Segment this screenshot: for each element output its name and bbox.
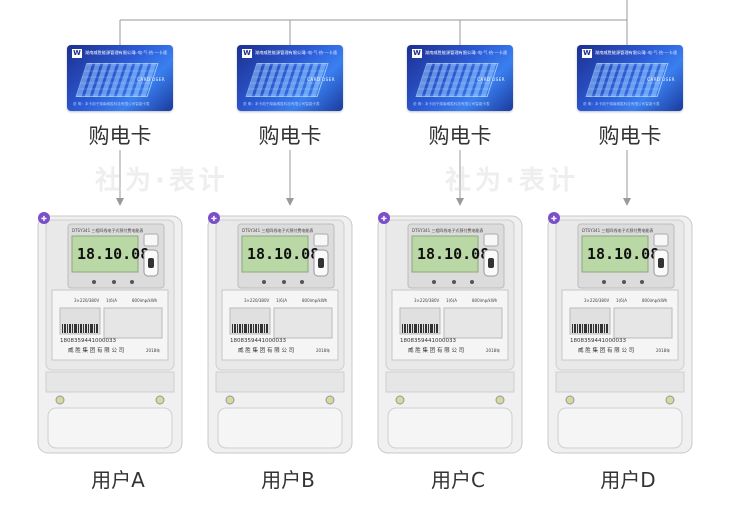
company-logo-icon: W (72, 49, 82, 58)
lcd-screen (581, 235, 649, 273)
meter-year: 2018年 (486, 347, 500, 353)
svg-text:✚: ✚ (211, 215, 217, 223)
seal-badge-icon (548, 212, 560, 224)
spec-voltage: 3×220/380V (414, 298, 440, 303)
seal-badge-icon (38, 212, 50, 224)
meter-year: 2018年 (316, 347, 330, 353)
spec-current: 1(6)A (106, 298, 117, 303)
meter-serial: 1808359441000033 (230, 338, 286, 344)
card-name: CARD USER (137, 77, 165, 82)
meter-model: DTSY341 三相四线电子式预付费电能表 (412, 227, 483, 233)
indicator-led-icon (622, 280, 626, 284)
card-footer: 说 明：本卡用于湖南威胜科技有限公司智能卡表 (73, 102, 150, 106)
indicator-led-icon (130, 280, 134, 284)
svg-text:✚: ✚ (41, 215, 47, 223)
seal-badge-icon (378, 212, 390, 224)
indicator-led-icon (470, 280, 474, 284)
svg-text:✚: ✚ (551, 215, 557, 223)
lcd-screen (411, 235, 479, 273)
indicator-led-icon (92, 280, 96, 284)
electric-meter: ✚ DTSY341 三相四线电子式预付费电能表 18.10.08 3×220/380V… (544, 212, 696, 457)
indicator-led-icon (602, 280, 606, 284)
meter-model: DTSY341 三相四线电子式预付费电能表 (242, 227, 313, 233)
user-label: 用户B (261, 468, 315, 492)
lcd-reading: 18.10.08 (77, 245, 149, 263)
indicator-led-icon (640, 280, 644, 284)
user-label: 用户D (600, 468, 656, 492)
card-tagline: 水·电·气·热·一卡通 (302, 50, 337, 55)
lcd-reading: 18.10.08 (417, 245, 489, 263)
electric-meter: ✚ DTSY341 三相四线电子式预付费电能表 18.10.08 3×220/380V… (204, 212, 356, 457)
card-label: 购电卡 (258, 124, 322, 148)
card-name: CARD USER (477, 77, 505, 82)
card-footer: 说 明：本卡用于湖南威胜科技有限公司智能卡表 (243, 102, 320, 106)
lcd-screen (241, 235, 309, 273)
indicator-led-icon (452, 280, 456, 284)
indicator-led-icon (432, 280, 436, 284)
meter-serial: 1808359441000033 (60, 338, 116, 344)
meter-maker: 威 胜 集 团 有 限 公 司 (578, 346, 634, 354)
spec-constant: 800imp/kWh (642, 298, 668, 303)
company-logo-icon: W (412, 49, 422, 58)
meter-maker: 威 胜 集 团 有 限 公 司 (238, 346, 294, 354)
card-tagline: 水·电·气·热·一卡通 (132, 50, 167, 55)
spec-constant: 800imp/kWh (302, 298, 328, 303)
company-logo-icon: W (582, 49, 592, 58)
lcd-reading: 18.10.08 (247, 245, 319, 263)
card-name: CARD USER (307, 77, 335, 82)
indicator-led-icon (262, 280, 266, 284)
spec-voltage: 3×220/380V (244, 298, 270, 303)
svg-text:✚: ✚ (381, 215, 387, 223)
card-footer: 说 明：本卡用于湖南威胜科技有限公司智能卡表 (583, 102, 660, 106)
user-label: 用户A (91, 468, 145, 492)
card-label: 购电卡 (598, 124, 662, 148)
lcd-screen (71, 235, 139, 273)
meter-model: DTSY341 三相四线电子式预付费电能表 (582, 227, 653, 233)
indicator-led-icon (112, 280, 116, 284)
spec-voltage: 3×220/380V (74, 298, 100, 303)
spec-constant: 800imp/kWh (472, 298, 498, 303)
meter-year: 2018年 (656, 347, 670, 353)
indicator-led-icon (300, 280, 304, 284)
meter-maker: 威 胜 集 团 有 限 公 司 (408, 346, 464, 354)
card-company: 湖南威胜能源管理有限公司 (425, 50, 476, 55)
company-logo-icon: W (242, 49, 252, 58)
card-label: 购电卡 (428, 124, 492, 148)
lcd-reading: 18.10.08 (587, 245, 659, 263)
card-company: 湖南威胜能源管理有限公司 (595, 50, 646, 55)
spec-current: 1(6)A (446, 298, 457, 303)
card-company: 湖南威胜能源管理有限公司 (255, 50, 306, 55)
card-footer: 说 明：本卡用于湖南威胜科技有限公司智能卡表 (413, 102, 490, 106)
indicator-led-icon (282, 280, 286, 284)
card-company: 湖南威胜能源管理有限公司 (85, 50, 136, 55)
meter-maker: 威 胜 集 团 有 限 公 司 (68, 346, 124, 354)
electric-meter: ✚ DTSY341 三相四线电子式预付费电能表 18.10.08 3×220/380V… (374, 212, 526, 457)
spec-constant: 800imp/kWh (132, 298, 158, 303)
meter-year: 2018年 (146, 347, 160, 353)
watermark: 社为·表计 (445, 166, 579, 196)
spec-voltage: 3×220/380V (584, 298, 610, 303)
meter-serial: 1808359441000033 (400, 338, 456, 344)
electric-meter: ✚ DTSY341 三相四线电子式预付费电能表 18.10.08 3×220/380V… (34, 212, 186, 457)
meter-serial: 1808359441000033 (570, 338, 626, 344)
watermark: 社为·表计 (95, 166, 229, 196)
card-tagline: 水·电·气·热·一卡通 (472, 50, 507, 55)
card-tagline: 水·电·气·热·一卡通 (642, 50, 677, 55)
spec-current: 1(6)A (276, 298, 287, 303)
card-name: CARD USER (647, 77, 675, 82)
seal-badge-icon (208, 212, 220, 224)
user-label: 用户C (431, 468, 485, 492)
meter-model: DTSY341 三相四线电子式预付费电能表 (72, 227, 143, 233)
card-label: 购电卡 (88, 124, 152, 148)
spec-current: 1(6)A (616, 298, 627, 303)
